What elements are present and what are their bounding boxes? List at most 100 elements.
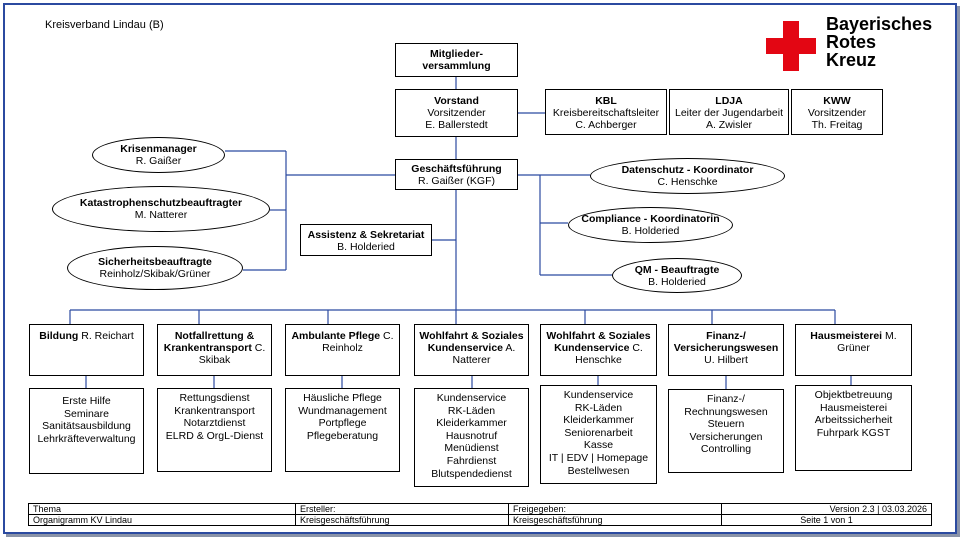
list-item: Rechnungswesen (684, 405, 768, 418)
list-item: Fuhrpark KGST (816, 426, 891, 439)
dept-title: Kundenservice (554, 342, 630, 354)
list-item: RK-Läden (447, 404, 496, 417)
list-item: ELRD & OrgL-Dienst (165, 429, 264, 442)
vorstand-box: Vorstand Vorsitzender E. Ballerstedt (395, 89, 518, 137)
dept-bildung-list: Erste Hilfe Seminare Sanitätsausbildung … (29, 388, 144, 474)
list-item: Controlling (700, 443, 752, 456)
red-cross-icon (766, 21, 816, 71)
logo-line-2: Rotes (826, 32, 877, 52)
kbl-title: KBL (595, 95, 617, 107)
dept-name: C. Reinholz (322, 330, 394, 354)
list-item: RK-Läden (574, 401, 623, 414)
katastrophenschutz-oval: Katastrophenschutzbeauftragter M. Natter… (52, 186, 270, 232)
footer-thema-value: Organigramm KV Lindau (28, 514, 296, 526)
logo-line-1: Bayerisches (826, 14, 933, 34)
dept-finanz-head: Finanz-/ Versicherungswesen U. Hilbert (668, 324, 784, 376)
footer-table: Thema Ersteller: Freigegeben: Version 2.… (28, 503, 932, 526)
dept-title: Versicherungswesen (673, 342, 779, 354)
dept-name: A. Natterer (452, 342, 516, 366)
dept-name: R. Reichart (81, 330, 134, 342)
list-item: Versicherungen (689, 430, 763, 443)
dept-wohlfahrt-1-list: Kundenservice RK-Läden Kleiderkammer Hau… (414, 388, 529, 487)
kww-name: Th. Freitag (811, 119, 863, 131)
dept-title: Hausmeisterei (810, 330, 883, 342)
vorstand-title: Vorstand (434, 95, 479, 107)
gf-name: R. Gaißer (KGF) (417, 175, 495, 187)
oval-title: Sicherheitsbeauftragte (98, 256, 212, 268)
brk-logo-text: Bayerisches Rotes Kreuz (826, 15, 932, 69)
mitglieder-line1: Mitglieder- (429, 48, 484, 60)
ldja-box: LDJA Leiter der Jugendarbeit A. Zwisler (669, 89, 789, 135)
dept-name: U. Hilbert (704, 354, 748, 366)
list-item: Erste Hilfe (62, 395, 111, 407)
dept-hausmeisterei-list: Objektbetreuung Hausmeisterei Arbeitssic… (795, 385, 912, 471)
oval-name: M. Natterer (134, 209, 188, 221)
dept-pflege-head: Ambulante Pflege C. Reinholz (285, 324, 400, 376)
list-item: Fahrdienst (446, 454, 497, 467)
dept-notfallrettung-list: Rettungsdienst Krankentransport Notarztd… (157, 388, 272, 472)
kbl-role: Kreisbereitschaftsleiter (552, 107, 660, 119)
footer-ersteller-value: Kreisgeschäftsführung (295, 514, 509, 526)
list-item: Finanz-/ (707, 393, 745, 405)
dept-title: Wohlfahrt & Soziales (419, 330, 524, 342)
dept-title: Bildung (39, 330, 79, 342)
list-item: Hausmeisterei (819, 401, 888, 414)
footer-version: Version 2.3 | 03.03.2026 (721, 503, 932, 515)
list-item: Steuern (707, 418, 745, 431)
ldja-title: LDJA (715, 95, 743, 107)
list-item: Bestellwesen (567, 464, 630, 477)
dept-title: Ambulante Pflege (291, 330, 381, 342)
list-item: Lehrkräfteverwaltung (37, 432, 136, 445)
list-item: Wundmanagement (298, 404, 387, 417)
list-item: Hausnotruf (445, 429, 498, 442)
assistenz-title: Assistenz & Sekretariat (307, 229, 425, 241)
mitglieder-line2: versammlung (422, 60, 491, 72)
oval-name: Reinholz/Skibak/Grüner (99, 268, 211, 280)
sicherheitsbeauftragte-oval: Sicherheitsbeauftragte Reinholz/Skibak/G… (67, 246, 243, 290)
footer-page: Seite 1 von 1 (721, 514, 932, 526)
footer-ersteller-label: Ersteller: (295, 503, 509, 515)
dept-title: Wohlfahrt & Soziales (546, 330, 651, 342)
dept-notfallrettung-head: Notfallrettung & Krankentransport C. Ski… (157, 324, 272, 376)
footer-thema-label: Thema (28, 503, 296, 515)
qm-oval: QM - Beauftragte B. Holderied (612, 258, 742, 293)
list-item: Krankentransport (174, 404, 255, 417)
list-item: Häusliche Pflege (303, 392, 382, 404)
list-item: Rettungsdienst (179, 392, 250, 404)
list-item: Pflegeberatung (306, 429, 379, 442)
list-item: Seniorenarbeit (564, 426, 633, 439)
dept-wohlfahrt-2-list: Kundenservice RK-Läden Kleiderkammer Sen… (540, 385, 657, 484)
vorstand-name: E. Ballerstedt (425, 119, 488, 131)
list-item: Kasse (583, 439, 614, 452)
krisenmanager-oval: Krisenmanager R. Gaißer (92, 137, 225, 173)
oval-name: B. Holderied (621, 225, 680, 237)
assistenz-box: Assistenz & Sekretariat B. Holderied (300, 224, 432, 256)
compliance-oval: Compliance - Koordinatorin B. Holderied (568, 207, 733, 243)
list-item: Kundenservice (436, 392, 507, 404)
list-item: IT | EDV | Homepage (548, 451, 649, 464)
footer-freigegeben-value: Kreisgeschäftsführung (508, 514, 722, 526)
dept-hausmeisterei-head: Hausmeisterei M. Grüner (795, 324, 912, 376)
kbl-name: C. Achberger (575, 119, 637, 131)
geschaeftsfuehrung-box: Geschäftsführung R. Gaißer (KGF) (395, 159, 518, 190)
dept-pflege-list: Häusliche Pflege Wundmanagement Portpfle… (285, 388, 400, 472)
oval-name: R. Gaißer (135, 155, 182, 167)
oval-name: B. Holderied (648, 275, 706, 288)
dept-title: Notfallrettung & (174, 330, 255, 342)
oval-title: Katastrophenschutzbeauftragter (79, 197, 243, 209)
dept-finanz-list: Finanz-/ Rechnungswesen Steuern Versiche… (668, 389, 784, 473)
list-item: Kleiderkammer (436, 417, 507, 430)
list-item: Menüdienst (444, 442, 499, 455)
document-title: Kreisverband Lindau (B) (45, 19, 164, 31)
list-item: Kundenservice (563, 389, 634, 401)
oval-title: Compliance - Koordinatorin (581, 213, 720, 225)
ldja-name: A. Zwisler (705, 119, 753, 131)
ldja-role: Leiter der Jugendarbeit (675, 107, 783, 119)
assistenz-name: B. Holderied (337, 241, 395, 253)
dept-name: C. Henschke (575, 342, 643, 366)
dept-name: M. Grüner (837, 330, 897, 354)
dept-name: C. Skibak (198, 342, 266, 366)
gf-title: Geschäftsführung (411, 163, 502, 175)
oval-title: Krisenmanager (120, 143, 197, 155)
